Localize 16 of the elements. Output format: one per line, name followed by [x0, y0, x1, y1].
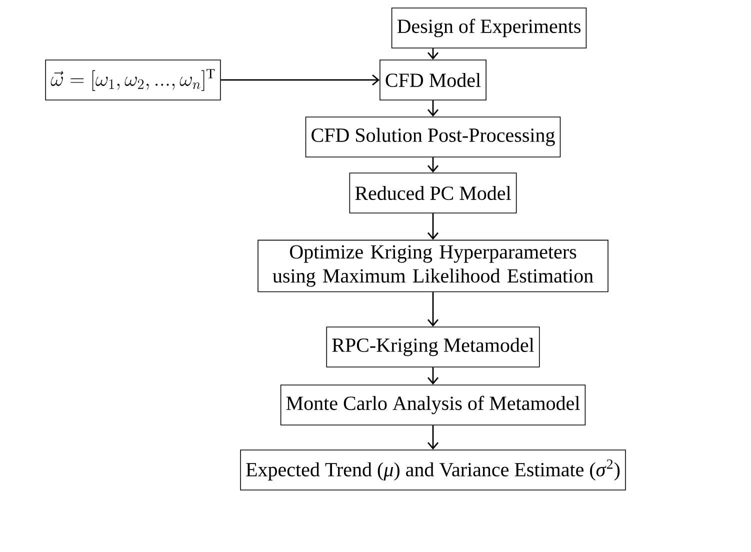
- process-box: Reduced PC Model: [349, 172, 517, 214]
- arrow: [427, 213, 439, 240]
- process-box: $\vec{\omega} = [\omega_1, \omega_2, ..., \omega_n]^\mathrm{T}$: [45, 60, 221, 100]
- arrow: [427, 157, 439, 173]
- arrow: [427, 100, 439, 117]
- arrow: [427, 367, 439, 385]
- arrow: [427, 292, 439, 327]
- process-box: Monte Carlo Analysis of Metamodel: [280, 384, 586, 426]
- process-box: RPC-Kriging Metamodel: [326, 326, 540, 368]
- arrow: [220, 74, 380, 86]
- process-box: Optimize Kriging Hyperparameters using Maximum Likelihood Estimation: [258, 240, 608, 292]
- process-box: Design of Experiments: [391, 8, 587, 48]
- process-box: CFD Model: [380, 60, 486, 100]
- process-box: Expected Trend (μ) and Variance Estimate (σ$^{2}$): [240, 450, 626, 490]
- process-box: CFD Solution Post-Processing: [305, 116, 561, 158]
- arrow: [427, 425, 439, 450]
